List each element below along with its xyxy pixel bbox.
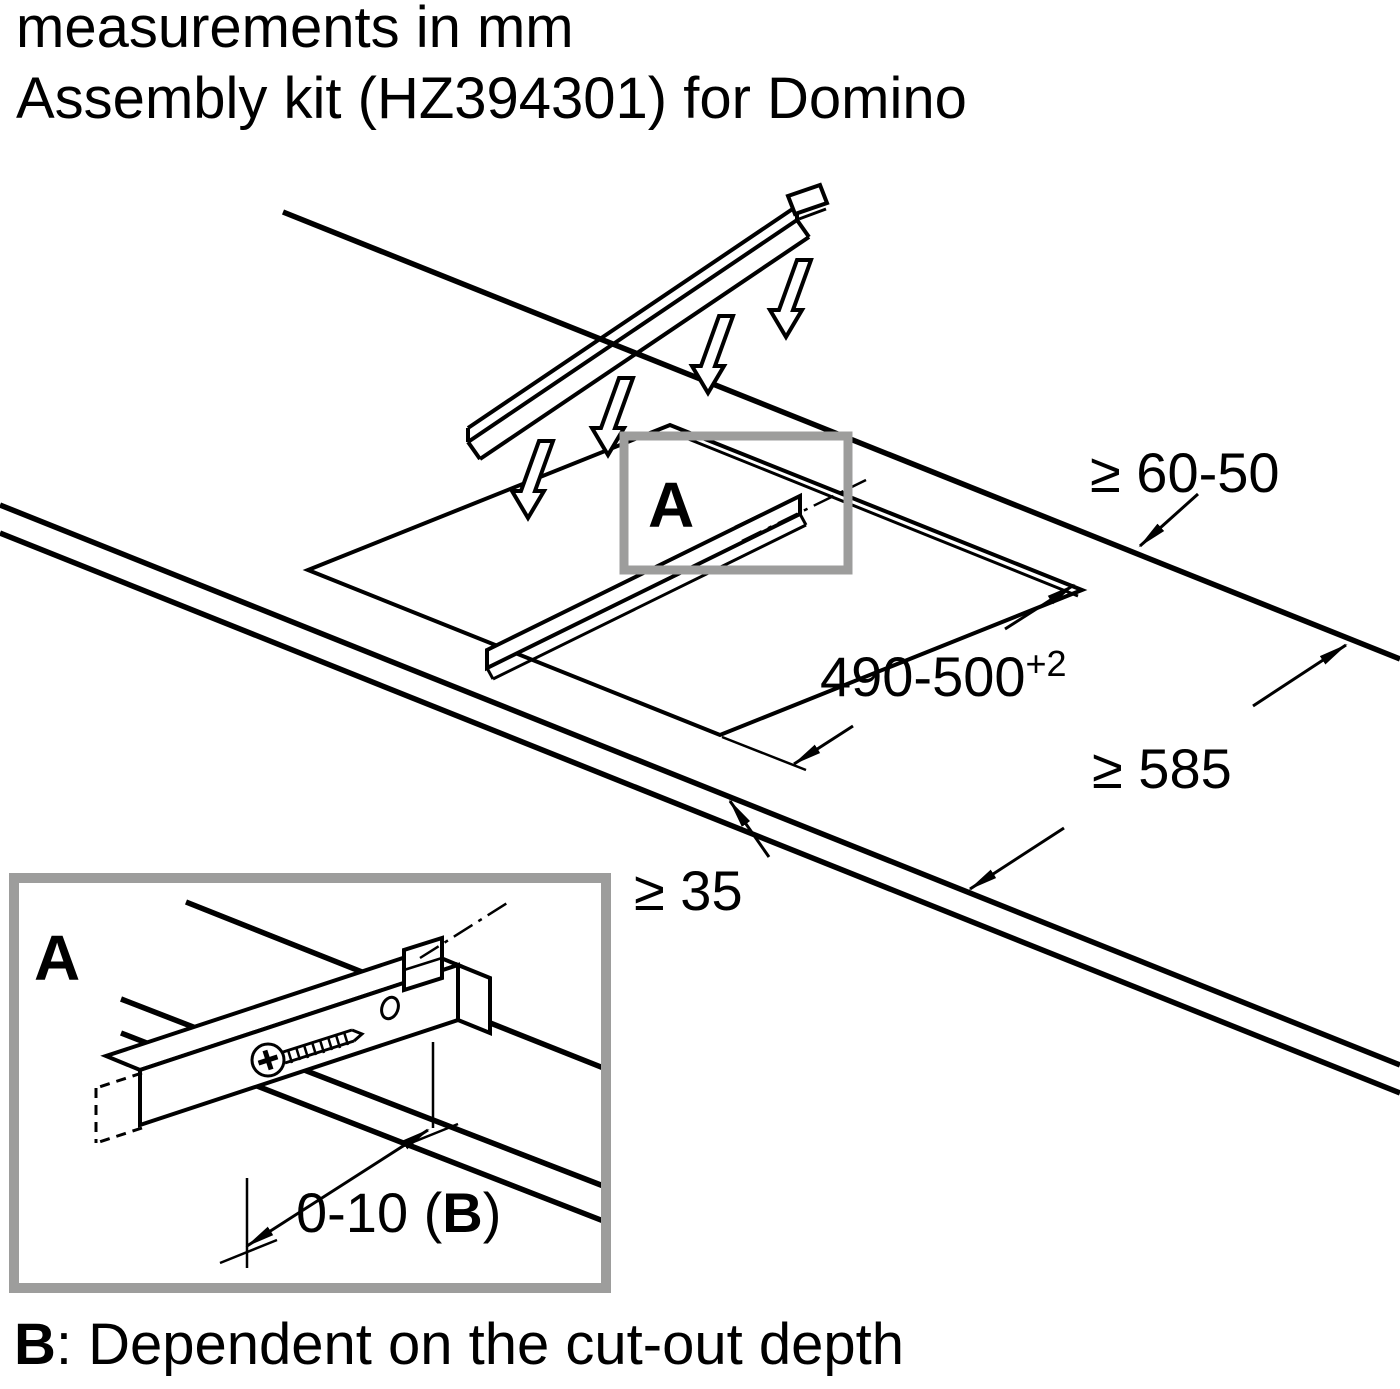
mounted-rail-end-right — [798, 513, 808, 526]
detail-a-label-box: A — [34, 922, 80, 994]
assembly-rail-line-1 — [466, 204, 799, 430]
dim-rear-gap-arrow — [1138, 492, 1200, 548]
cutout-outline — [302, 422, 1088, 738]
screw-tip — [351, 1028, 365, 1043]
insertion-arrows — [508, 258, 814, 522]
detail-rail-hook-tab-line — [403, 956, 443, 972]
detail-a-highlight-frame — [619, 431, 853, 575]
assembly-rail-line-2 — [466, 218, 799, 444]
footer-note-text: : Dependent on the cut-out depth — [56, 1312, 904, 1377]
mounted-rail — [485, 478, 867, 681]
screw-shaft-top — [282, 1028, 353, 1054]
assembly-rail-end-bracket — [785, 182, 830, 217]
mounted-rail-thickness — [492, 523, 807, 681]
dim-front-gap-text: ≥ 35 — [634, 859, 743, 922]
worktop-view — [0, 182, 1400, 1096]
detail-dim-arrow — [245, 1128, 430, 1248]
footer-note-bold: B — [14, 1312, 56, 1377]
mounted-rail-body — [485, 492, 802, 672]
detail-rail-hidden-edge-2 — [95, 1126, 143, 1145]
mounted-rail-centerline — [741, 478, 867, 543]
insertion-arrow-2 — [588, 376, 636, 459]
detail-dim-suffix: ) — [483, 1181, 502, 1244]
worktop-front-edge-top — [0, 502, 1400, 1068]
title-line-2: Assembly kit (HZ394301) for Domino — [16, 66, 967, 131]
cutout-back-inner-wall — [675, 432, 1079, 598]
dim-worktop-depth-arrow-lower — [968, 826, 1065, 891]
dim-cutout-depth-tolerance: +2 — [1026, 643, 1067, 684]
detail-a-box-frame — [9, 873, 611, 1293]
title-line-1: measurements in mm — [16, 0, 574, 60]
mounted-rail-mark-2 — [734, 512, 763, 529]
screw-shaft-bottom — [284, 1039, 355, 1065]
insertion-arrow-4 — [766, 258, 814, 341]
assembly-rail-end-bracket-line — [798, 207, 827, 221]
detail-screw-hole — [380, 995, 400, 1021]
detail-dim-bold: B — [442, 1181, 482, 1244]
detail-a-label-main: A — [648, 469, 694, 541]
dim-worktop-depth-text: ≥ 585 — [1092, 737, 1232, 800]
mounted-rail-end-left — [485, 667, 495, 680]
dim-rear-gap-text: ≥ 60-50 — [1090, 441, 1280, 504]
dim-front-gap-arrow — [728, 799, 771, 858]
detail-rail — [94, 898, 513, 1145]
detail-dim-prefix: 0-10 ( — [296, 1181, 443, 1244]
dim-cutout-depth-text: 490-500+2 — [820, 643, 1067, 708]
dim-cutout-depth-arrow-lower — [792, 724, 854, 766]
dim-cutout-depth-value: 490-500 — [820, 645, 1026, 708]
detail-dimension — [219, 1042, 459, 1268]
dimension-lines — [728, 492, 1348, 891]
detail-a-view — [9, 873, 611, 1293]
assembly-rail — [466, 182, 830, 461]
assembly-rail-line-3 — [478, 235, 811, 461]
assembly-rail-cap-right-2 — [795, 218, 811, 239]
screw-threads — [286, 1031, 350, 1064]
mounted-rail-mark-1 — [699, 530, 728, 547]
cutout-front-extension-line — [721, 735, 807, 772]
screw-phillips-cross — [257, 1049, 279, 1071]
detail-dim-text: 0-10 (B) — [296, 1181, 501, 1244]
insertion-arrow-1 — [508, 439, 556, 522]
detail-screw — [250, 1028, 365, 1078]
worktop-front-edge-bottom — [0, 530, 1400, 1096]
assembly-rail-cap-left-2 — [466, 440, 482, 461]
detail-rail-end-face — [456, 962, 492, 1036]
dim-worktop-depth-arrow-upper — [1252, 643, 1348, 708]
detail-rail-hidden-edge-1 — [95, 1071, 143, 1090]
detail-centerline — [419, 898, 513, 960]
dim-cutout-depth-arrow-upper — [1004, 583, 1076, 631]
insertion-arrow-3 — [688, 314, 736, 397]
footer-note: B: Dependent on the cut-out depth — [14, 1312, 904, 1377]
